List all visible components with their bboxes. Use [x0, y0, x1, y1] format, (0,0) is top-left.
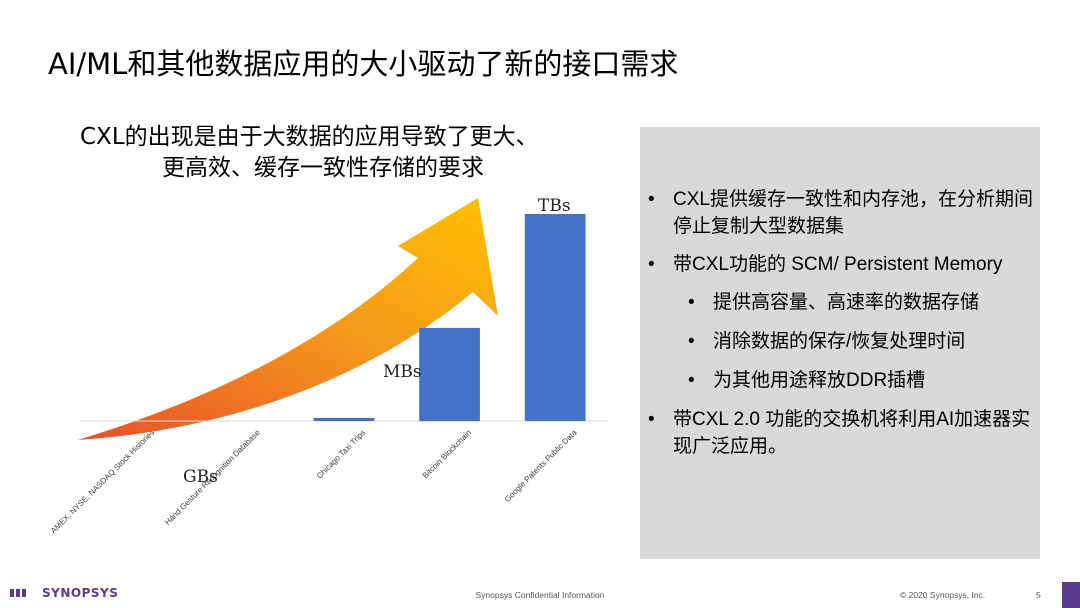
bullet-text: 为其他用途释放DDR插槽 [713, 370, 926, 391]
x-tick-label: Bitcoin Blockchain [421, 428, 473, 480]
bullet-item: • 带CXL功能的 SCM/ Persistent Memory [648, 251, 1036, 278]
logo-text: SYNOPSYS [42, 586, 119, 600]
bullet-text: 提供高容量、高速率的数据存储 [713, 292, 980, 313]
bar-3 [419, 327, 480, 422]
chart-heading: CXL的出现是由于大数据的应用导致了更大、 更高效、缓存一致性存储的要求 [80, 122, 640, 184]
bullet-dot: • [648, 409, 655, 430]
bullet-dot: • [648, 189, 655, 210]
sub-bullet-item: • 消除数据的保存/恢复处理时间 [648, 328, 1036, 355]
bullet-item: • CXL提供缓存一致性和内存池，在分析期间停止复制大型数据集 [648, 186, 1036, 240]
page-number: 5 [1036, 590, 1041, 600]
bullet-item: • 带CXL 2.0 功能的交换机将利用AI加速器实现广泛应用。 [648, 406, 1036, 460]
growth-arrow [78, 198, 498, 440]
annotation-gbs: GBs [183, 467, 218, 487]
bullet-dot: • [648, 254, 655, 275]
bullet-list: • CXL提供缓存一致性和内存池，在分析期间停止复制大型数据集 • 带CXL功能… [648, 186, 1036, 471]
x-tick-label: Google Patents Public Data [503, 428, 579, 504]
chart-heading-line-2: 更高效、缓存一致性存储的要求 [162, 155, 484, 181]
sub-bullet-item: • 为其他用途释放DDR插槽 [648, 367, 1036, 394]
synopsys-logo-mark-icon [10, 589, 26, 597]
bullet-dot: • [688, 331, 695, 352]
annotation-tbs: TBs [538, 196, 571, 216]
bullet-text: 消除数据的保存/恢复处理时间 [713, 331, 966, 352]
bullet-text: CXL提供缓存一致性和内存池，在分析期间停止复制大型数据集 [673, 189, 1033, 237]
bullet-text: 带CXL 2.0 功能的交换机将利用AI加速器实现广泛应用。 [673, 409, 1031, 457]
confidential-notice: Synopsys Confidential Information [475, 590, 605, 600]
bar-2 [313, 417, 375, 421]
bullet-dot: • [688, 370, 695, 391]
x-tick-label: AMEX, NYSE, NASDAQ Stock Histories [49, 428, 156, 535]
synopsys-logo: SYNOPSYS [10, 586, 118, 600]
bullet-dot: • [688, 292, 695, 313]
info-panel [640, 127, 1040, 559]
bars-layer [313, 214, 586, 422]
x-tick-label: Chicago Taxi Trips [315, 428, 367, 480]
copyright-notice: © 2020 Synopsys, Inc. [900, 590, 986, 600]
slide-title: AI/ML和其他数据应用的大小驱动了新的接口需求 [48, 47, 679, 81]
bar-4 [524, 214, 586, 421]
sub-bullet-item: • 提供高容量、高速率的数据存储 [648, 289, 1036, 316]
corner-accent [1062, 582, 1080, 608]
annotation-mbs: MBs [383, 362, 422, 382]
chart-heading-line-1: CXL的出现是由于大数据的应用导致了更大、 [80, 124, 539, 150]
bullet-text: 带CXL功能的 SCM/ Persistent Memory [673, 254, 1003, 275]
